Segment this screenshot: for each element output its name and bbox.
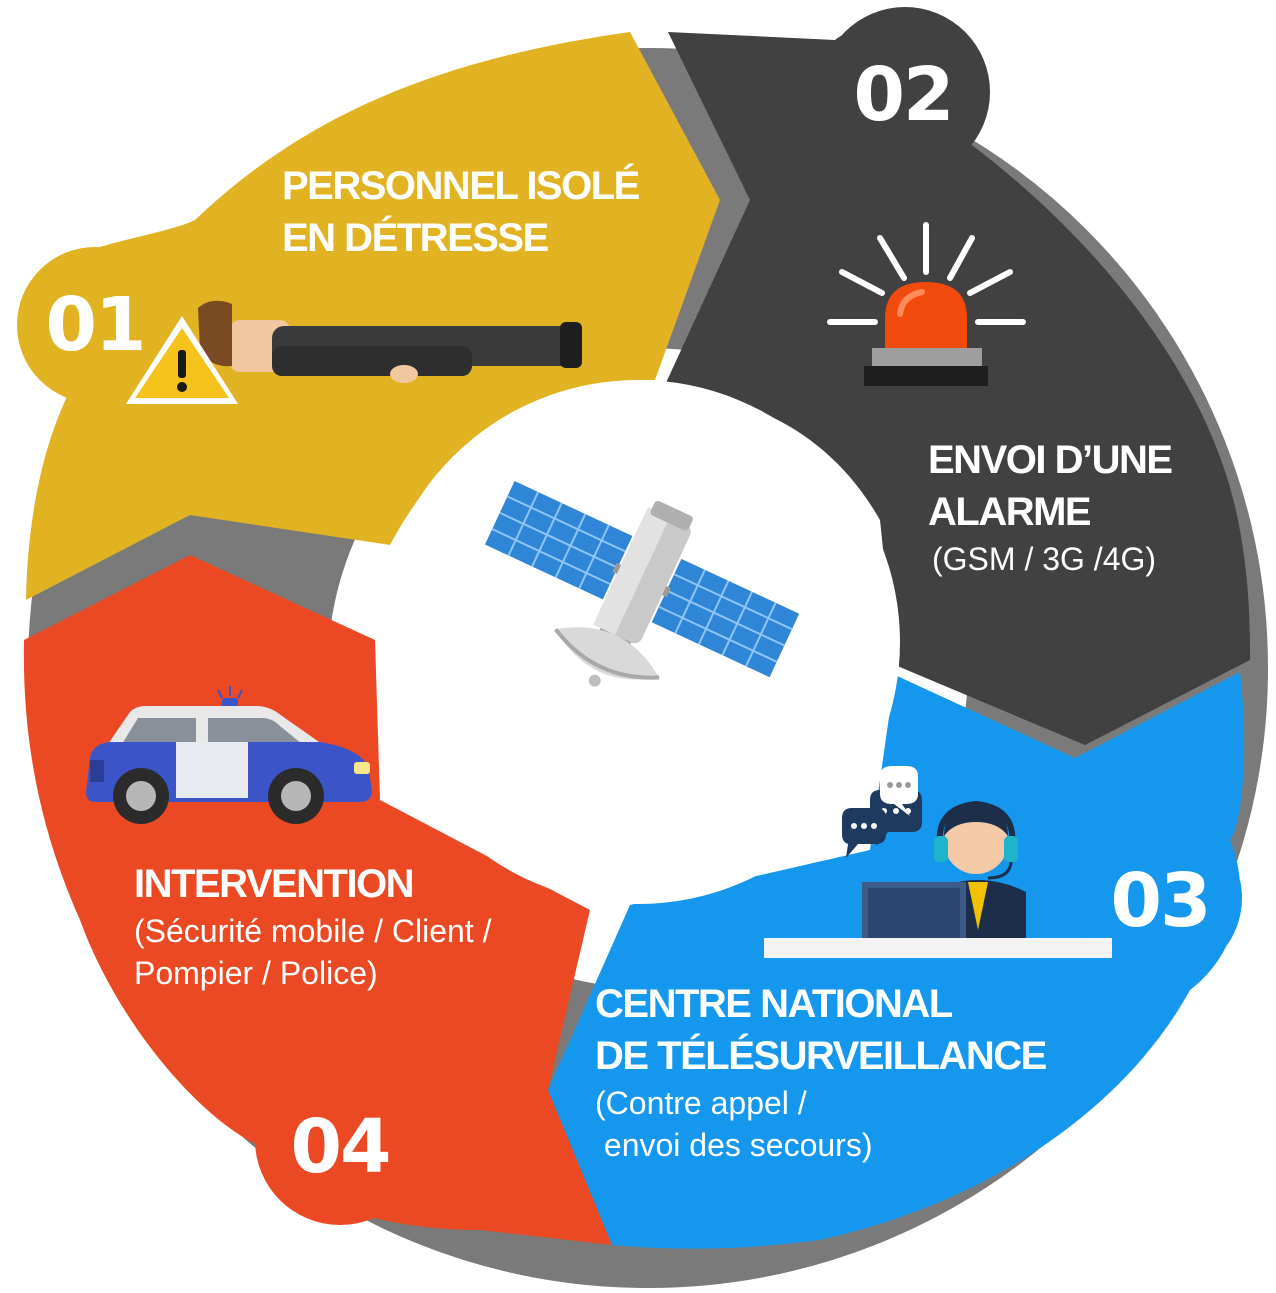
step-03-title-line-2: DE TÉLÉSURVEILLANCE [595,1034,1047,1078]
call-center-operator-icon [764,766,1112,958]
step-03-title-line-1: CENTRE NATIONAL [595,982,953,1026]
person-lying-warning-icon [126,300,582,404]
step-01-text: PERSONNEL ISOLÉ EN DÉTRESSE [282,160,640,264]
alarm-beacon-icon [827,222,1026,386]
step-02-number: 02 [853,52,955,138]
segment-01 [17,32,720,600]
step-02-subtitle-line-1: (GSM / 3G /4G) [932,541,1157,577]
step-04-text: INTERVENTION (Sécurité mobile / Client /… [134,858,491,994]
step-02-text: ENVOI D’UNE ALARME (GSM / 3G /4G) [928,434,1173,580]
step-02-title-line-1: ENVOI D’UNE [928,438,1173,482]
step-01-title-line-1: PERSONNEL ISOLÉ [282,164,640,208]
police-car-icon [86,686,372,824]
step-04-number: 04 [290,1104,392,1190]
segment-03 [548,672,1245,1249]
step-02-title-line-2: ALARME [928,490,1092,534]
step-03-subtitle-line-2: envoi des secours) [595,1127,873,1163]
step-03-number: 03 [1110,858,1212,944]
step-03-subtitle-line-1: (Contre appel / [595,1085,807,1121]
step-01-number: 01 [45,282,147,368]
step-04-subtitle-line-2: Pompier / Police) [134,955,378,991]
step-04-subtitle-line-1: (Sécurité mobile / Client / [134,913,492,949]
step-04-title-line-1: INTERVENTION [134,862,415,906]
step-01-title-line-2: EN DÉTRESSE [282,216,549,260]
step-03-text: CENTRE NATIONAL DE TÉLÉSURVEILLANCE (Con… [595,978,1047,1166]
satellite-icon [484,481,800,687]
